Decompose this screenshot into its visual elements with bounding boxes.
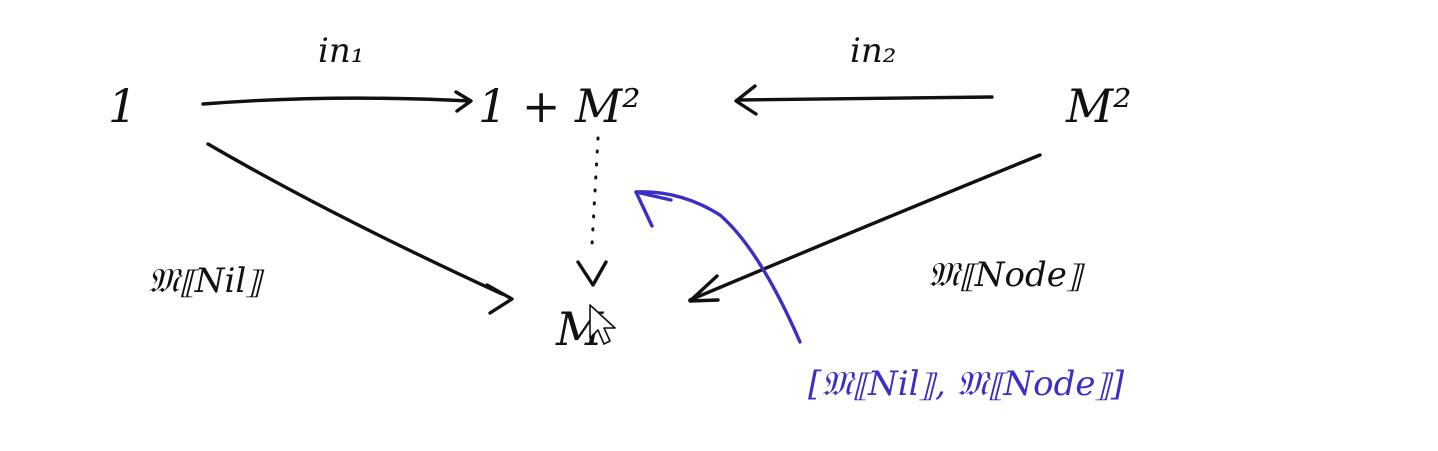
annotation-pointer (634, 190, 802, 344)
arrow-in2 (734, 84, 994, 116)
label-in1: in₁ (318, 31, 364, 71)
arrow-in1 (201, 90, 473, 113)
arrow-nil (206, 142, 514, 315)
arrow-node (688, 153, 1042, 303)
arrow-unique-dotted (576, 136, 608, 287)
label-in2: in₂ (850, 31, 896, 71)
mouse-cursor-icon (589, 304, 616, 345)
label-node: 𝔐⟦Node⟧ (928, 255, 1086, 295)
label-nil: 𝔐⟦Nil⟧ (148, 261, 265, 301)
annotation-copair: [𝔐⟦Nil⟧, 𝔐⟦Node⟧] (808, 364, 1125, 404)
node-one: 1 (108, 79, 137, 133)
node-square: M² (1065, 79, 1132, 133)
node-sum: 1 + M² (478, 79, 641, 133)
